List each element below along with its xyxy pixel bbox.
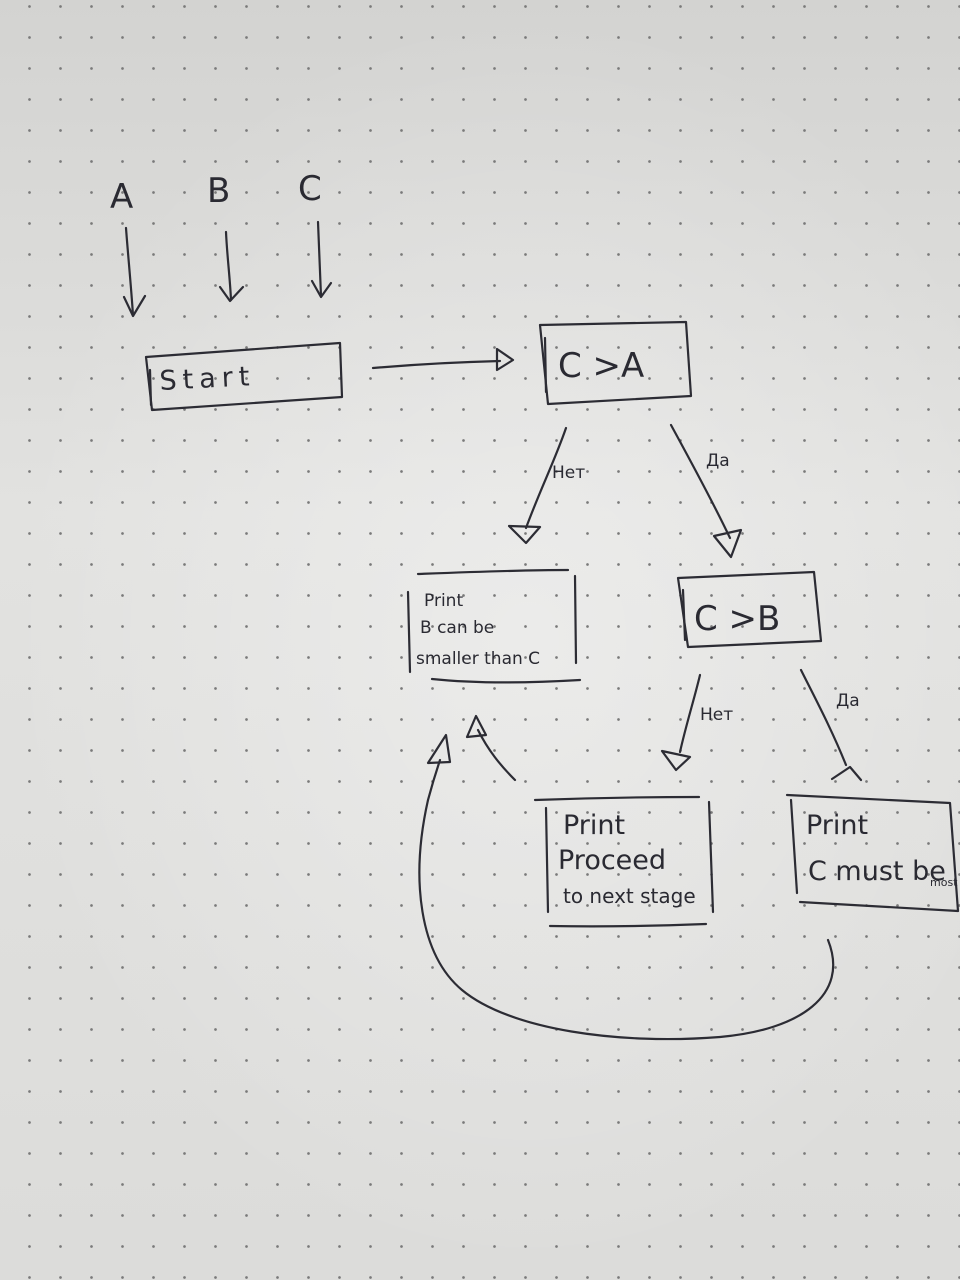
print-b-box: [406, 568, 582, 684]
c-gt-a-label: C >A: [558, 346, 644, 386]
c-gt-b-box: [676, 570, 823, 649]
arrow-proceed-to-print-b: [465, 714, 517, 782]
print-c-box: [785, 793, 960, 913]
c-gt-a-box: [538, 320, 693, 406]
input-label-b: B: [207, 171, 230, 211]
input-arrow-c: [310, 220, 333, 299]
edge-label-b-no: Нет: [700, 705, 733, 725]
arrow-c-gt-b-no: [660, 673, 702, 772]
edge-label-a-no: Нет: [552, 463, 585, 483]
print-c-overflow: most: [930, 876, 958, 889]
arrow-start-to-c-gt-a: [371, 347, 515, 372]
input-arrow-a: [122, 226, 147, 318]
print-c-line2: C must be: [808, 856, 946, 887]
print-proceed-line1: Print: [563, 810, 625, 841]
print-c-line1: Print: [806, 810, 868, 841]
input-label-c: C: [298, 169, 322, 209]
print-proceed-line2: Proceed: [558, 845, 666, 876]
print-proceed-box: [533, 795, 715, 928]
arrow-c-gt-b-yes: [799, 668, 863, 782]
arrow-print-c-loop-to-print-b: [418, 733, 835, 1041]
arrow-c-gt-a-yes: [669, 423, 743, 559]
print-b-line1: Print: [424, 591, 463, 611]
input-label-a: A: [110, 177, 133, 217]
start-box: [144, 341, 344, 412]
edge-label-a-yes: Да: [706, 451, 730, 471]
edge-label-b-yes: Да: [836, 691, 860, 711]
input-arrow-b: [218, 230, 245, 303]
arrow-c-gt-a-no: [507, 426, 568, 545]
c-gt-b-label: C >B: [694, 599, 780, 639]
start-label: Start: [159, 361, 256, 397]
print-proceed-line3: to next stage: [563, 884, 696, 908]
print-b-line3: smaller than C: [416, 649, 540, 669]
print-b-line2: B can be: [420, 618, 494, 638]
